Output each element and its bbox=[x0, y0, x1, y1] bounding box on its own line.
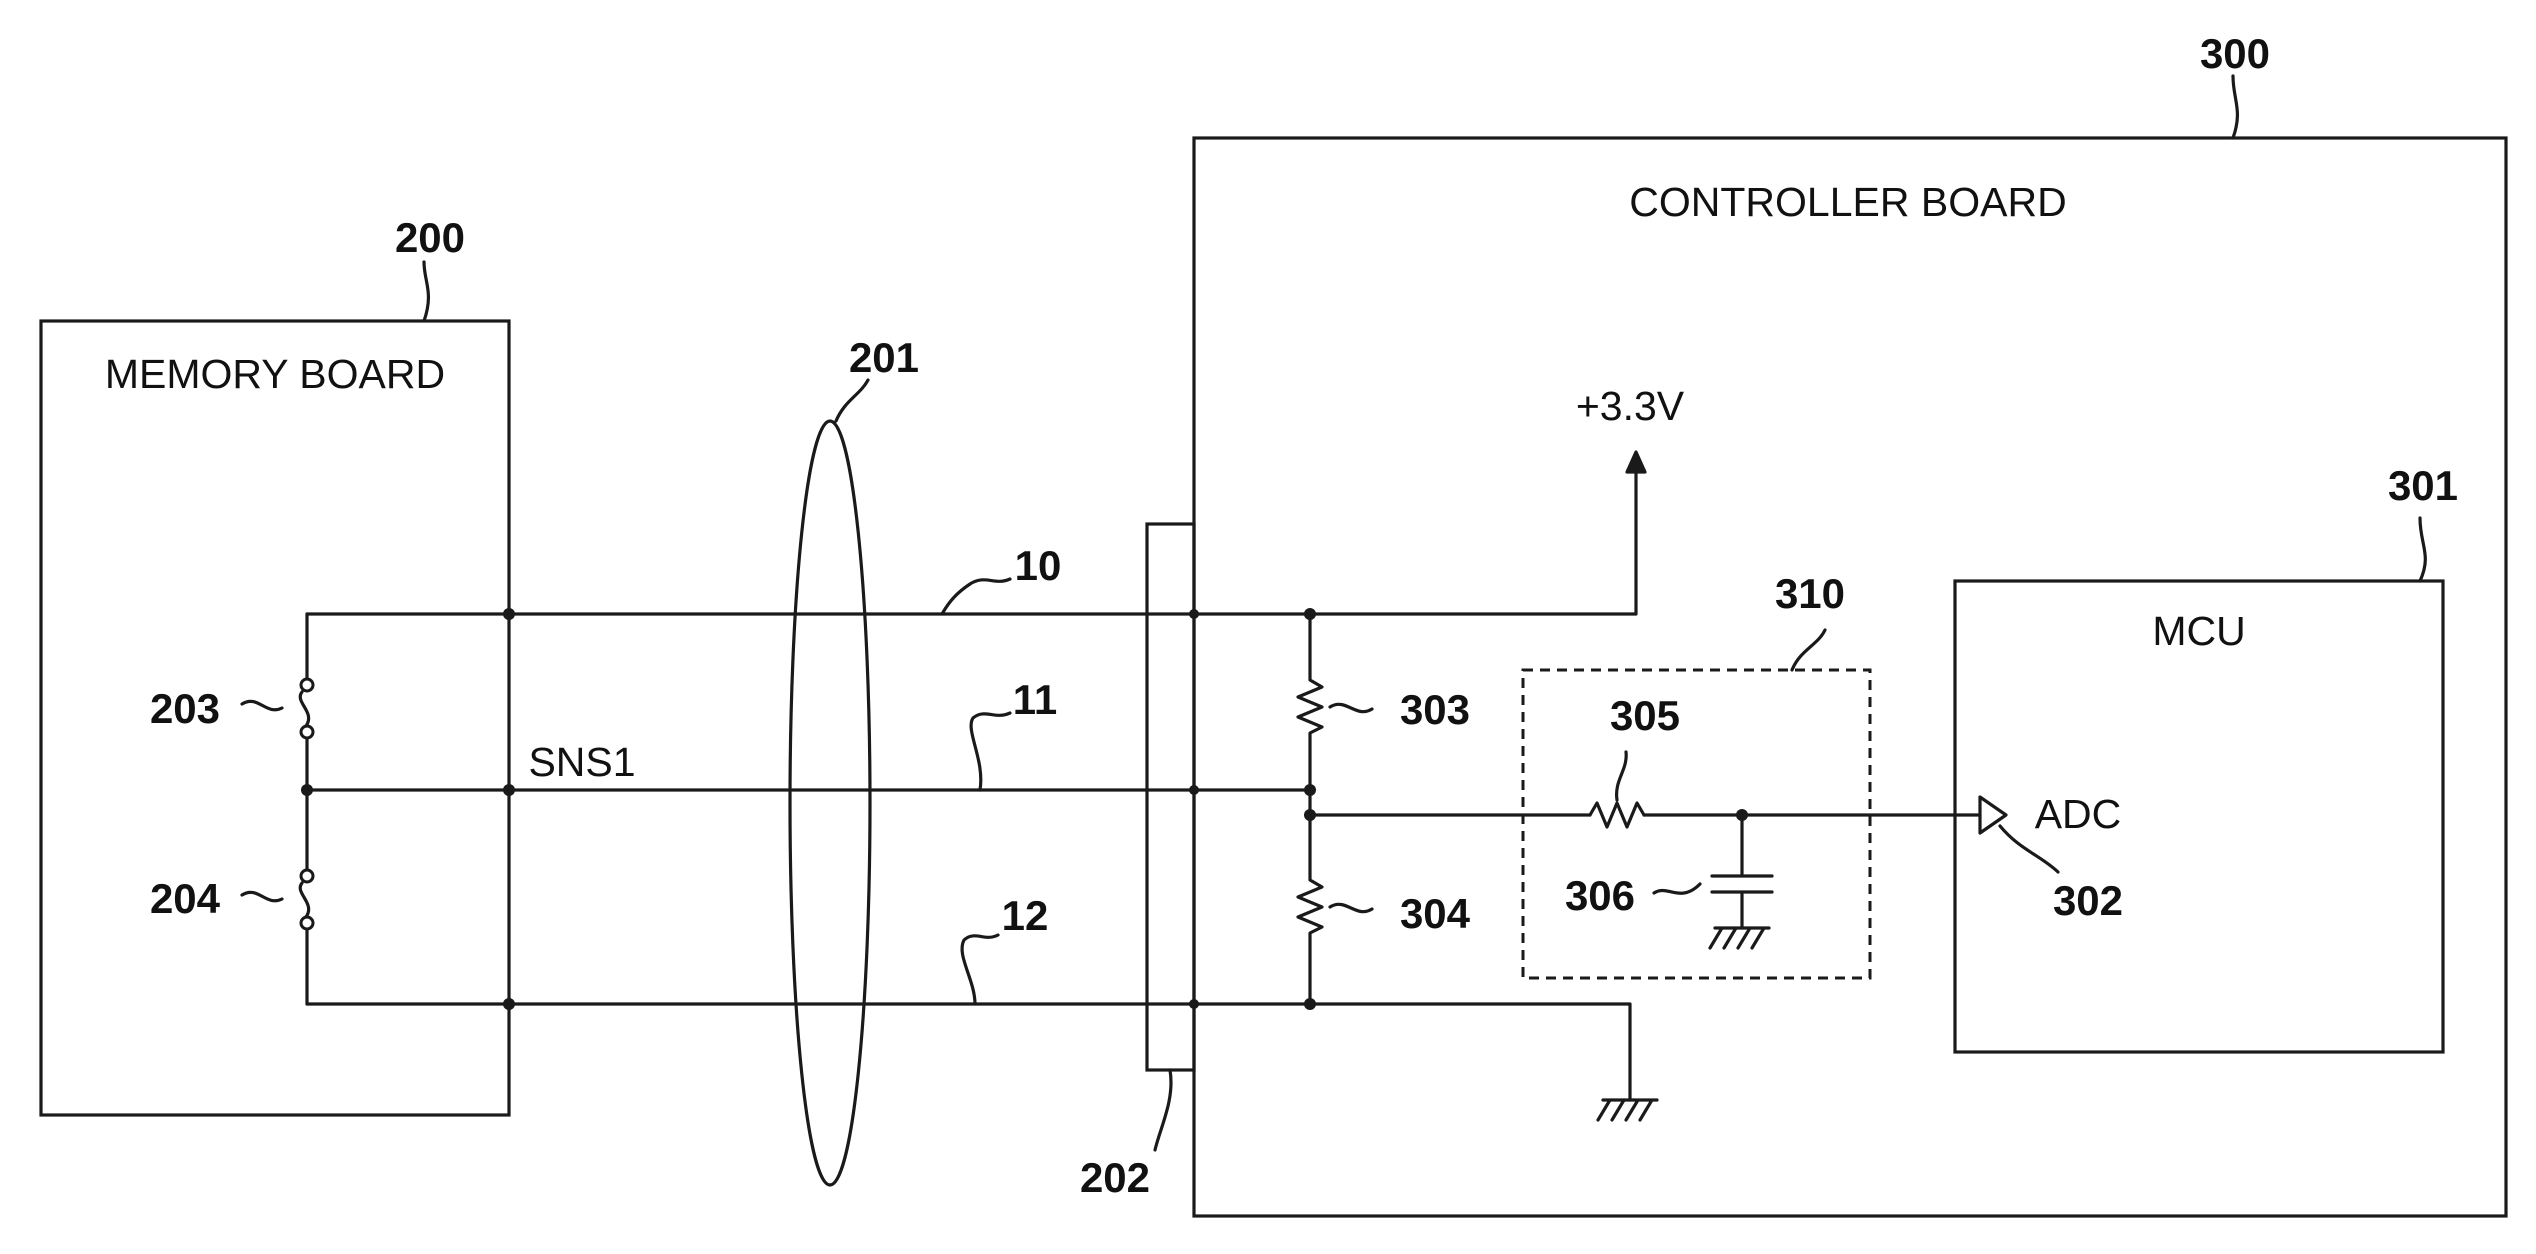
junction-dot bbox=[1304, 998, 1316, 1010]
leader-303 bbox=[1330, 704, 1372, 711]
ref-303: 303 bbox=[1400, 686, 1470, 733]
resistor-305 bbox=[1590, 803, 1644, 827]
switch-204-contact-bottom bbox=[301, 917, 313, 929]
filter-block-310 bbox=[1523, 670, 1870, 978]
ref-12: 12 bbox=[1002, 892, 1049, 939]
ref-10: 10 bbox=[1015, 542, 1062, 589]
controller-board-box bbox=[1194, 138, 2506, 1216]
ref-202: 202 bbox=[1080, 1154, 1150, 1201]
leader-12 bbox=[962, 935, 998, 1004]
memory-board-box bbox=[41, 321, 509, 1115]
ref-302: 302 bbox=[2053, 877, 2123, 924]
ref-310: 310 bbox=[1775, 570, 1845, 617]
leader-304 bbox=[1330, 904, 1372, 911]
junction-dot bbox=[1304, 784, 1316, 796]
leader-301 bbox=[2420, 518, 2425, 581]
ref-204: 204 bbox=[150, 875, 221, 922]
label-sns1: SNS1 bbox=[528, 739, 635, 785]
junction-dot bbox=[1736, 809, 1748, 821]
wire-line-12 bbox=[307, 1004, 1630, 1100]
junction-dot bbox=[503, 608, 515, 620]
capacitor-ground-icon bbox=[1710, 928, 1769, 948]
label-controller-board: CONTROLLER BOARD bbox=[1629, 179, 2066, 225]
resistor-304 bbox=[1298, 815, 1322, 1004]
supply-arrow bbox=[1627, 452, 1645, 472]
junction-dot bbox=[301, 784, 313, 796]
junction-dot bbox=[1189, 999, 1199, 1009]
switch-203-contact-bottom bbox=[301, 726, 313, 738]
capacitor-306-lead bbox=[1712, 815, 1772, 928]
leader-305 bbox=[1617, 752, 1627, 800]
wire-line-10 bbox=[307, 472, 1636, 614]
connector-202 bbox=[1147, 524, 1194, 1070]
junction-dot bbox=[1304, 608, 1316, 620]
ref-203: 203 bbox=[150, 685, 220, 732]
junction-dot bbox=[1304, 809, 1316, 821]
ref-305: 305 bbox=[1610, 692, 1680, 739]
ref-300: 300 bbox=[2200, 30, 2270, 77]
junction-dot bbox=[503, 998, 515, 1010]
junction-dot bbox=[1189, 785, 1199, 795]
switch-204-contact-top bbox=[301, 870, 313, 882]
leader-10 bbox=[942, 579, 1010, 614]
label-adc: ADC bbox=[2035, 791, 2122, 837]
leader-201 bbox=[836, 380, 868, 421]
label-mcu: MCU bbox=[2152, 608, 2245, 654]
junction-dot bbox=[503, 784, 515, 796]
leader-300 bbox=[2233, 76, 2237, 138]
leader-204 bbox=[242, 892, 282, 900]
switch-203-lever bbox=[300, 692, 308, 726]
label-memory-board: MEMORY BOARD bbox=[105, 351, 445, 397]
switch-203-contact-top bbox=[301, 679, 313, 691]
switch-204-lever bbox=[300, 883, 308, 917]
label-supply: +3.3V bbox=[1576, 383, 1685, 429]
board-ground-icon bbox=[1598, 1100, 1657, 1120]
ref-11: 11 bbox=[1013, 676, 1057, 723]
leader-200 bbox=[424, 262, 428, 321]
ref-304: 304 bbox=[1400, 890, 1471, 937]
leader-310 bbox=[1792, 630, 1825, 670]
ref-201: 201 bbox=[849, 334, 919, 381]
ref-301: 301 bbox=[2388, 462, 2458, 509]
leader-306 bbox=[1654, 884, 1700, 893]
junction-dot bbox=[1189, 609, 1199, 619]
leader-11 bbox=[971, 713, 1010, 790]
resistor-303 bbox=[1298, 614, 1322, 790]
leader-203 bbox=[242, 701, 282, 709]
ref-200: 200 bbox=[395, 214, 465, 261]
leader-202 bbox=[1155, 1070, 1171, 1150]
ref-306: 306 bbox=[1565, 872, 1635, 919]
harness-201-ellipse bbox=[790, 421, 870, 1185]
